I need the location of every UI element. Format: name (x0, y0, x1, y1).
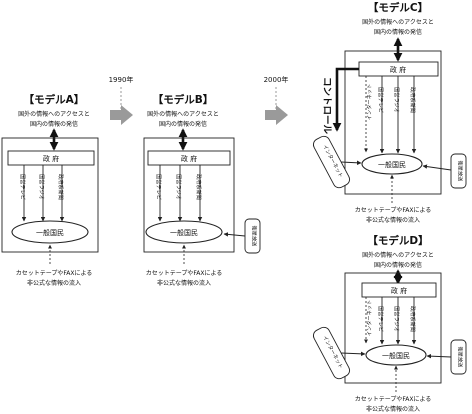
model-c-satellite-arrow (422, 164, 452, 171)
model-d: 【モデルD】 国外の情報へのアクセスと 国内の情報の発信 政 府 インターネット… (312, 234, 467, 413)
model-c-government-label: 政 府 (390, 65, 406, 74)
model-d-satellite-label: 衛星放送 (457, 347, 465, 369)
model-c-public-label: 一般国民 (378, 160, 406, 169)
model-a-government-label: 政 府 (43, 154, 59, 163)
model-b-public-label: 一般国民 (170, 228, 198, 237)
model-c: 【モデルC】 国外の情報へのアクセスと 国内の情報の発信 政 府 コントロール … (312, 1, 467, 224)
model-c-external-line2: 国内の情報の発信 (374, 28, 422, 36)
model-a-newspaper-label: 政府系新聞 (57, 174, 65, 200)
model-d-external-line1: 国外の情報へのアクセスと (362, 251, 434, 259)
model-b-radio-label: 国営ラジオ (175, 174, 183, 200)
model-c-informal-line1: カセットテープやFAXによる (355, 206, 432, 214)
model-b-satellite-label: 衛星放送 (251, 226, 259, 248)
model-b-state-box (143, 137, 235, 253)
model-c-internet-inner-label: インターネット (365, 84, 373, 120)
model-c-internet-box (312, 135, 351, 189)
model-d-internet-arrow (340, 351, 366, 357)
year-2000-label: 2000年 (264, 75, 289, 84)
model-c-tv-label: 国営テレビ (377, 87, 385, 113)
model-b-public-ellipse (145, 220, 223, 244)
control-label: コントロール (321, 77, 332, 135)
model-a-government-box (7, 150, 95, 166)
model-d-public-label: 一般国民 (382, 351, 410, 360)
model-c-informal-line2: 非公式な情報の流入 (366, 216, 420, 224)
model-d-internet-box (312, 326, 351, 380)
model-d-internet-inner-label: インターネット (365, 300, 373, 336)
model-c-state-box (344, 50, 442, 195)
model-d-public-ellipse (365, 344, 427, 366)
model-c-satellite-label: 衛星放送 (457, 161, 465, 183)
model-c-radio-label: 国営ラジオ (393, 87, 401, 113)
model-a-external-line2: 国内の情報の発信 (30, 120, 78, 128)
model-b-informal-line1: カセットテープやFAXによる (146, 269, 223, 277)
transition-1990: 1990年 (109, 75, 134, 125)
model-a-tv-label: 国営テレビ (19, 174, 27, 200)
model-d-radio-label: 国営ラジオ (393, 306, 401, 332)
transition-2000-arrow (265, 105, 288, 125)
model-a-title: 【モデルA】 (24, 93, 85, 106)
model-b-satellite-arrow (223, 232, 246, 237)
model-c-satellite-box (450, 153, 467, 189)
model-b: 【モデルB】 国外の情報へのアクセスと 国内の情報の発信 政 府 国営テレビ 国… (143, 93, 261, 287)
model-d-external-line2: 国内の情報の発信 (374, 261, 422, 269)
model-c-public-ellipse (361, 153, 423, 175)
transition-1990-arrow (110, 105, 133, 125)
model-a: 【モデルA】 国外の情報へのアクセスと 国内の情報の発信 政 府 国営テレビ 国… (1, 93, 99, 287)
model-d-satellite-arrow (426, 353, 452, 359)
model-c-control-arrow (332, 67, 359, 132)
model-b-government-box (147, 150, 231, 166)
model-a-radio-label: 国営ラジオ (38, 174, 46, 200)
model-a-informal-line1: カセットテープやFAXによる (16, 269, 93, 277)
model-d-government-box (361, 282, 437, 298)
model-b-government-label: 政 府 (181, 154, 197, 163)
year-1990-label: 1990年 (109, 75, 134, 84)
model-d-tv-label: 国営テレビ (377, 306, 385, 332)
model-a-public-label: 一般国民 (36, 228, 64, 237)
model-b-title: 【モデルB】 (153, 93, 214, 106)
model-d-title: 【モデルD】 (367, 234, 428, 247)
model-a-public-ellipse (11, 220, 89, 244)
model-b-tv-label: 国営テレビ (155, 174, 163, 200)
model-c-newspaper-label: 政府系新聞 (409, 87, 417, 113)
model-a-informal-line2: 非公式な情報の流入 (27, 279, 81, 287)
model-b-informal-line2: 非公式な情報の流入 (157, 279, 211, 287)
model-d-informal-line1: カセットテープやFAXによる (355, 395, 432, 403)
model-c-external-line1: 国外の情報へのアクセスと (362, 18, 434, 26)
model-d-government-label: 政 府 (391, 286, 407, 295)
model-b-external-line1: 国外の情報へのアクセスと (147, 110, 219, 118)
model-d-state-box (344, 272, 442, 384)
model-a-external-line1: 国外の情報へのアクセスと (18, 110, 90, 118)
model-d-informal-line2: 非公式な情報の流入 (366, 405, 420, 413)
model-c-internet-arrow (340, 160, 362, 166)
model-d-newspaper-label: 政府系新聞 (409, 306, 417, 332)
model-b-external-line2: 国内の情報の発信 (159, 120, 207, 128)
transition-2000: 2000年 (264, 75, 289, 125)
model-c-title: 【モデルC】 (368, 1, 428, 14)
model-b-newspaper-label: 政府系新聞 (195, 174, 203, 200)
